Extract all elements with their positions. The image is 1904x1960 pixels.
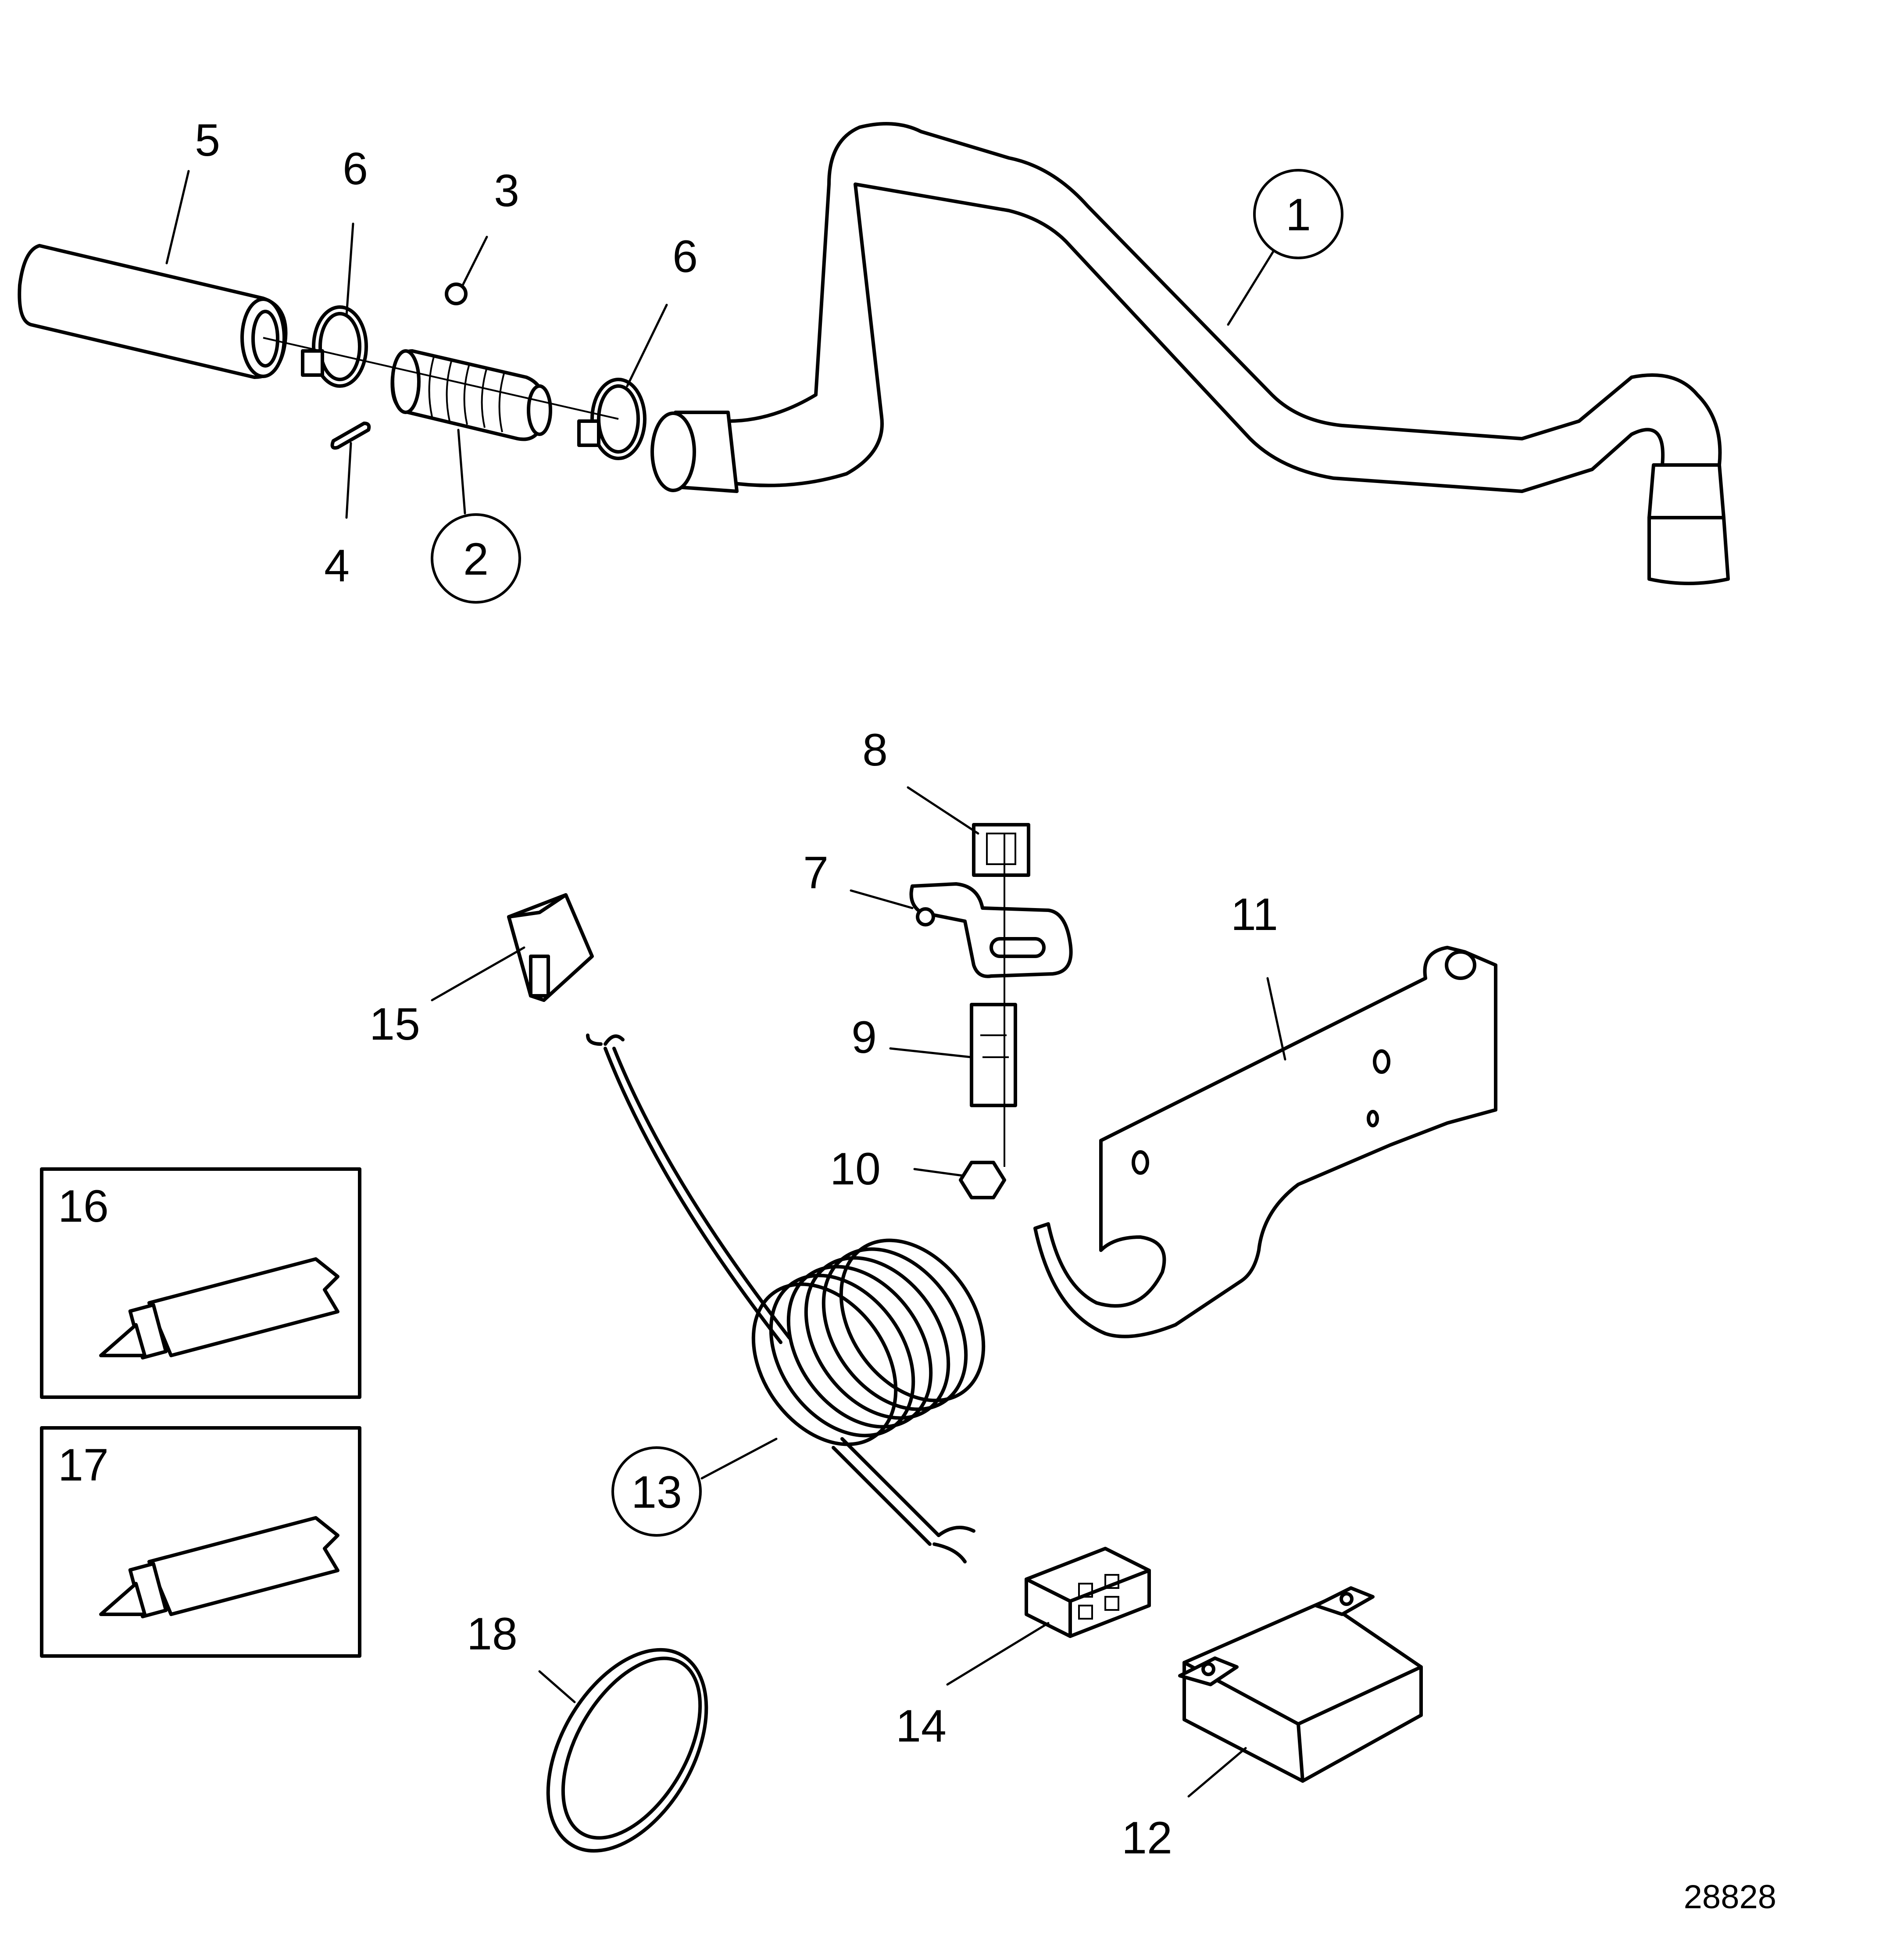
callout-6b: 6 bbox=[672, 231, 698, 282]
callout-10: 10 bbox=[830, 1144, 881, 1195]
callout-3: 3 bbox=[494, 165, 519, 216]
callout-12: 12 bbox=[1122, 1813, 1172, 1863]
callout-1: 1 bbox=[1286, 190, 1311, 240]
callout-17: 17 bbox=[58, 1440, 109, 1491]
sensor-part bbox=[263, 337, 619, 441]
item-17-box bbox=[40, 1426, 361, 1658]
control-unit-part bbox=[1178, 1586, 1423, 1783]
callout-4: 4 bbox=[324, 540, 350, 591]
callout-7: 7 bbox=[803, 848, 829, 898]
callout-16: 16 bbox=[58, 1181, 109, 1232]
figure-number: 28828 bbox=[1684, 1878, 1776, 1916]
callout-6a: 6 bbox=[343, 143, 368, 194]
callout-circle-1 bbox=[1253, 169, 1343, 259]
mount-bracket-part bbox=[909, 882, 1073, 978]
bolt-part bbox=[959, 1161, 1006, 1199]
callout-13: 13 bbox=[631, 1467, 682, 1518]
callout-2: 2 bbox=[463, 534, 489, 585]
callout-5: 5 bbox=[195, 115, 220, 166]
clamp-right-part bbox=[577, 378, 647, 460]
nut-part bbox=[972, 823, 1030, 877]
sleeve-part bbox=[970, 1003, 1017, 1107]
callout-11: 11 bbox=[1231, 889, 1278, 940]
leader-lines bbox=[165, 170, 1286, 1798]
ball-part bbox=[445, 283, 468, 305]
callout-14: 14 bbox=[896, 1701, 947, 1752]
callout-circle-13 bbox=[611, 1446, 702, 1537]
compound-tube-16-icon bbox=[147, 1257, 339, 1357]
seal-ring-part bbox=[546, 1648, 708, 1853]
cable-coil-part bbox=[586, 1034, 986, 1563]
hose-part bbox=[650, 122, 1730, 585]
callout-9: 9 bbox=[851, 1012, 877, 1063]
callout-15: 15 bbox=[369, 999, 420, 1050]
mounting-plate-part bbox=[1033, 946, 1497, 1338]
item-16-box bbox=[40, 1167, 361, 1399]
callout-8: 8 bbox=[862, 725, 888, 776]
connector-block-part bbox=[1025, 1547, 1151, 1638]
connector-part bbox=[507, 893, 594, 1002]
clamp-left-part bbox=[301, 305, 368, 388]
callout-18: 18 bbox=[467, 1609, 518, 1660]
tube-part bbox=[18, 244, 288, 379]
compound-tube-17-icon bbox=[147, 1516, 339, 1616]
callout-circle-2 bbox=[431, 513, 521, 604]
pin-part bbox=[330, 422, 371, 450]
